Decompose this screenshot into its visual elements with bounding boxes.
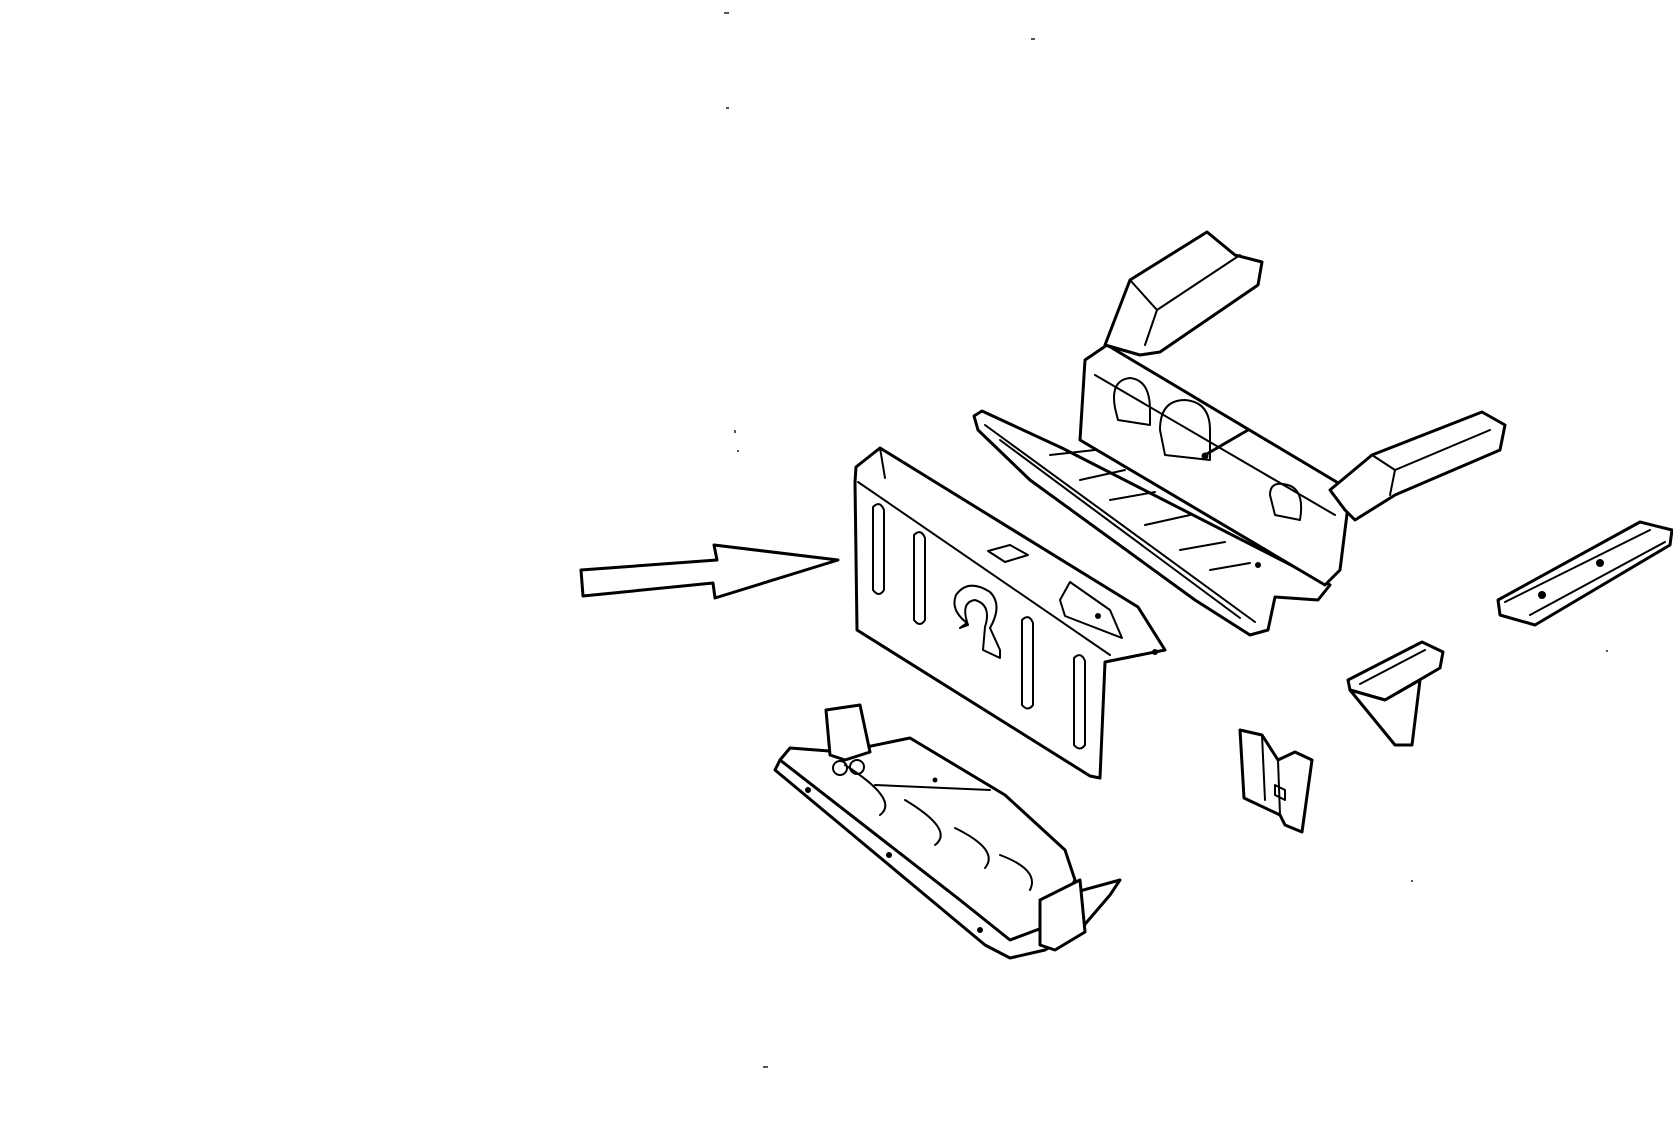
floor-pan-drawing bbox=[773, 703, 1122, 960]
frame-crossmember-drawing bbox=[972, 230, 1507, 637]
panel-drawing bbox=[853, 446, 1167, 780]
gusset-drawing bbox=[1346, 640, 1445, 747]
corner-bracket-drawing bbox=[1238, 728, 1314, 834]
rail-bracket-drawing bbox=[1496, 520, 1673, 627]
scan-specks bbox=[724, 12, 1608, 1068]
arrow-right-icon bbox=[579, 543, 840, 600]
